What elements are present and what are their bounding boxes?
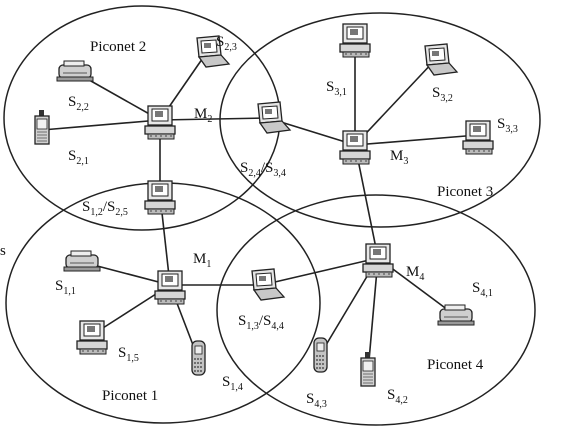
node-label-S33: S3,3 — [497, 116, 518, 135]
link-M3-S32 — [354, 59, 436, 146]
link-M2-S21 — [41, 119, 161, 131]
piconet-label-p4: Piconet 4 — [427, 357, 484, 373]
link-M4-S13 — [261, 257, 379, 286]
laptop-icon — [251, 268, 286, 301]
printer-icon — [56, 60, 94, 82]
node-label-M3: M3 — [390, 148, 408, 167]
node-label-M1: M1 — [193, 251, 211, 270]
node-label-M2: M2 — [194, 106, 212, 125]
piconet-label-p1: Piconet 1 — [102, 388, 158, 404]
piconet-label-p3: Piconet 3 — [437, 184, 493, 200]
piconet-3-circle — [219, 12, 541, 228]
pda-icon — [34, 110, 50, 145]
node-label-S11: S1,1 — [55, 278, 76, 297]
desktop-icon — [76, 320, 108, 355]
node-label-S42: S4,2 — [387, 387, 408, 406]
desktop-icon — [362, 243, 394, 278]
desktop-icon — [144, 180, 176, 215]
piconet-label-p2: Piconet 2 — [90, 39, 146, 55]
node-label-S41: S4,1 — [472, 280, 493, 299]
printer-icon — [63, 250, 101, 272]
node-label-S14: S1,4 — [222, 374, 243, 393]
link-M3-S33 — [354, 134, 479, 146]
node-label-M4: M4 — [406, 264, 424, 283]
node-label-S32: S3,2 — [432, 85, 453, 104]
node-label-S31: S3,1 — [326, 79, 347, 98]
node-label-S21: S2,1 — [68, 148, 89, 167]
desktop-icon — [339, 130, 371, 165]
node-label-S12: S1,2/S2,5 — [82, 199, 128, 218]
laptop-icon — [424, 43, 459, 76]
node-label-S15: S1,5 — [118, 345, 139, 364]
phone-icon — [191, 340, 206, 376]
node-label-S22: S2,2 — [68, 94, 89, 113]
phone-icon — [313, 337, 328, 373]
laptop-icon — [257, 101, 292, 134]
printer-icon — [437, 304, 475, 326]
node-label-S24: S2,4/S3,4 — [240, 160, 286, 179]
laptop-icon — [196, 35, 231, 68]
node-label-S43: S4,3 — [306, 391, 327, 410]
piconet-4-circle — [216, 194, 536, 426]
node-label-S13: S1,3/S4,4 — [238, 313, 284, 332]
pda-icon — [360, 352, 376, 387]
desktop-icon — [339, 23, 371, 58]
edge-label: s — [0, 243, 6, 259]
desktop-icon — [462, 120, 494, 155]
desktop-icon — [144, 105, 176, 140]
node-label-S23: S2,3 — [216, 34, 237, 53]
desktop-icon — [154, 270, 186, 305]
link-M2-S24 — [159, 117, 269, 121]
